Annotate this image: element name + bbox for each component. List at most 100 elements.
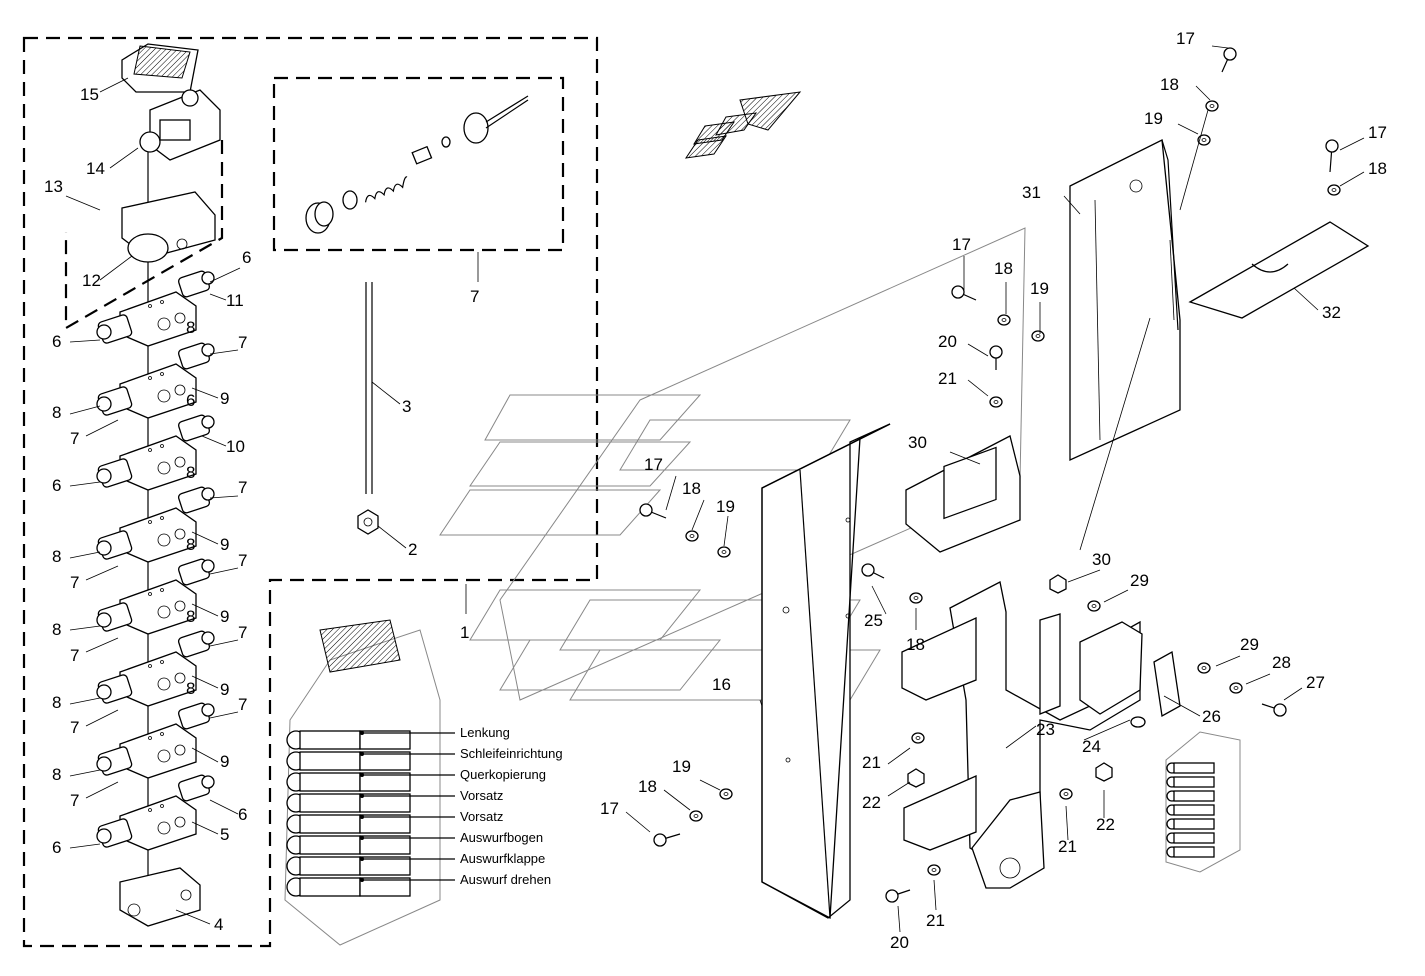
bolt-icon <box>989 345 1003 370</box>
leader-line <box>69 625 101 631</box>
callout-17d: 17 <box>644 455 663 474</box>
callout-6e: 6 <box>238 805 247 824</box>
callout-numbers: 15 14 13 12 6 11 6 8 7 9 8 7 6 10 6 8 7 … <box>44 29 1387 952</box>
callout-7d: 7 <box>70 573 79 592</box>
callout-27: 27 <box>1306 673 1325 692</box>
leader-line <box>1063 195 1081 215</box>
valve-section <box>96 414 215 491</box>
valve-block-26 <box>1079 621 1181 728</box>
washer-icon <box>911 732 925 744</box>
callout-9d: 9 <box>220 680 229 699</box>
tie-rod-3 <box>357 282 379 535</box>
valve-section <box>96 270 215 347</box>
valve-label: Auswurfklappe <box>460 851 545 866</box>
valve-label: Lenkung <box>460 725 510 740</box>
washer-icon <box>1031 330 1045 342</box>
callout-8f: 8 <box>52 620 61 639</box>
connection-block-12 <box>121 191 216 263</box>
callout-6d: 6 <box>52 476 61 495</box>
callout-8h: 8 <box>52 693 61 712</box>
valve-label-row: Vorsatz <box>360 788 503 803</box>
direction-arrow-icon <box>684 91 802 159</box>
leader-line <box>209 567 239 575</box>
block-row <box>286 814 411 834</box>
callout-1: 1 <box>460 623 469 642</box>
small-block-row <box>1166 776 1215 788</box>
callout-6c: 6 <box>186 391 195 410</box>
valve-label: Auswurf drehen <box>460 872 551 887</box>
callout-20a: 20 <box>938 332 957 351</box>
callout-31: 31 <box>1022 183 1041 202</box>
leader-line <box>209 349 239 355</box>
leader-lines <box>65 45 1365 933</box>
washer-icon <box>989 396 1003 408</box>
callout-7k: 7 <box>470 287 479 306</box>
bolt-icon <box>639 503 667 519</box>
callout-2: 2 <box>408 540 417 559</box>
washer-icon <box>1197 134 1211 146</box>
cover-plate-32 <box>1188 221 1370 319</box>
leader-line <box>69 697 101 705</box>
block-row <box>286 793 411 813</box>
leader-line <box>1083 719 1131 741</box>
callout-21c: 21 <box>1058 837 1077 856</box>
leader-line <box>887 747 911 765</box>
leader-line <box>69 769 101 777</box>
leader-line <box>99 77 129 93</box>
leader-line <box>759 699 763 707</box>
leader-line <box>209 639 239 647</box>
washer-icon <box>1327 184 1341 196</box>
leader-line <box>897 905 901 933</box>
callout-18a: 18 <box>1160 75 1179 94</box>
valve-section <box>96 342 215 419</box>
callout-8c: 8 <box>186 463 195 482</box>
nut-icon <box>1095 762 1113 782</box>
callout-13: 13 <box>44 177 63 196</box>
leader-line <box>69 405 101 415</box>
leader-line <box>967 379 989 397</box>
callout-3: 3 <box>402 397 411 416</box>
callout-7j: 7 <box>70 791 79 810</box>
valve-section <box>96 558 215 635</box>
callout-6a: 6 <box>242 248 251 267</box>
leader-line <box>191 675 219 689</box>
callout-21d: 21 <box>926 911 945 930</box>
washer-icon <box>689 810 703 822</box>
callout-7c: 7 <box>238 478 247 497</box>
small-block-row <box>1166 804 1215 816</box>
valve-label-row: Auswurf drehen <box>360 872 551 887</box>
callout-17c: 17 <box>952 235 971 254</box>
leader-line <box>69 339 101 343</box>
callout-30a: 30 <box>908 433 927 452</box>
callout-19b: 19 <box>1030 279 1049 298</box>
callout-22b: 22 <box>1096 815 1115 834</box>
fasteners <box>639 47 1341 903</box>
valve-label-row: Lenkung <box>360 725 510 740</box>
small-block-row <box>1166 846 1215 858</box>
callout-8j: 8 <box>52 765 61 784</box>
callout-7h: 7 <box>70 718 79 737</box>
leader-line <box>1211 45 1229 49</box>
leader-line <box>99 255 133 281</box>
small-block-row <box>1166 832 1215 844</box>
valve-label: Schleifeinrichtung <box>460 746 563 761</box>
callout-10: 10 <box>226 437 245 456</box>
small-block-row <box>1166 818 1215 830</box>
valve-label-row: Vorsatz <box>360 809 503 824</box>
control-block-small <box>1165 731 1241 873</box>
bolt-icon <box>1261 703 1287 717</box>
valve-section <box>96 702 215 779</box>
control-block-illustration <box>284 619 441 946</box>
leader-line <box>85 565 119 581</box>
washer-icon <box>717 546 731 558</box>
callout-8d: 8 <box>52 547 61 566</box>
leader-line <box>85 419 119 437</box>
leader-line <box>949 451 981 465</box>
leader-line <box>1245 673 1271 685</box>
callout-15: 15 <box>80 85 99 104</box>
callout-7e: 7 <box>238 551 247 570</box>
leader-line <box>209 267 241 283</box>
callout-7a: 7 <box>238 333 247 352</box>
valve-label: Vorsatz <box>460 788 503 803</box>
